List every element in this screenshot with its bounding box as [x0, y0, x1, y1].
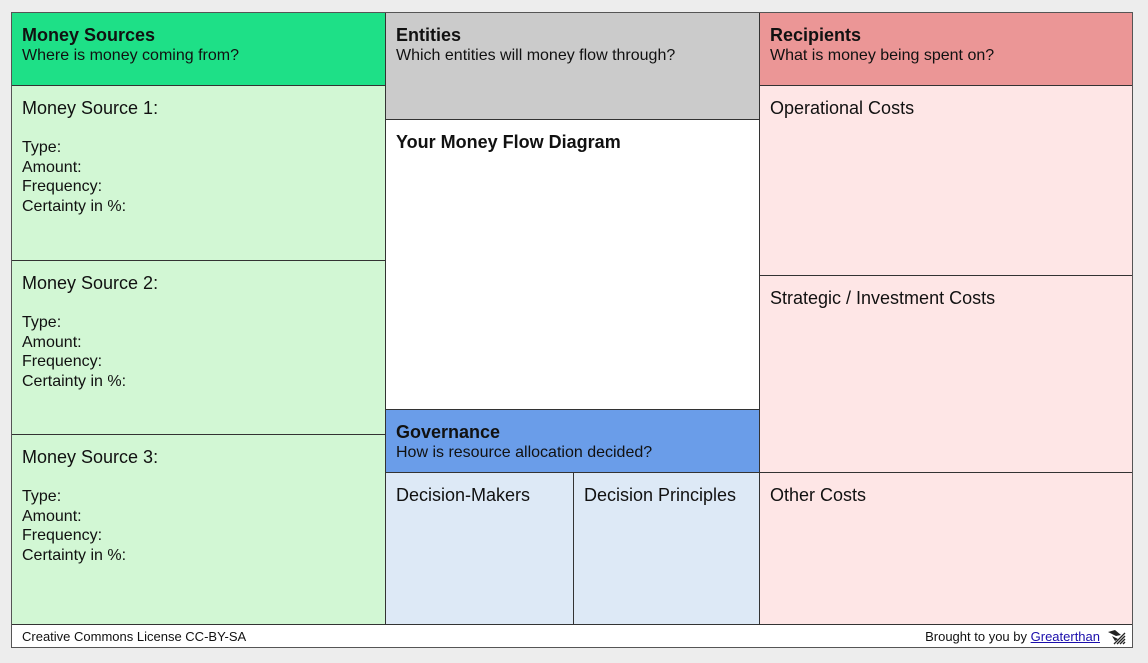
recipients-subtitle: What is money being spent on?	[770, 47, 995, 64]
diagram-title: Your Money Flow Diagram	[396, 132, 621, 152]
certainty-field-label: Certainty in %:	[22, 373, 127, 391]
money-source-title: Money Source 2:	[22, 273, 159, 293]
type-field-label: Type:	[22, 139, 62, 156]
money-source-2-section[interactable]: Money Source 2: Type: Amount: Frequency:…	[12, 261, 386, 435]
strategic-investment-costs-title: Strategic / Investment Costs	[770, 288, 996, 308]
amount-field-label: Amount:	[22, 158, 82, 176]
certainty-field-label: Certainty in %:	[22, 198, 127, 216]
footer: Creative Commons License CC-BY-SA Brough…	[12, 625, 1132, 647]
recipients-header: Recipients What is money being spent on?	[760, 13, 1132, 86]
type-field-label: Type:	[22, 488, 62, 505]
amount-field-label: Amount:	[22, 333, 82, 351]
type-field-label: Type:	[22, 314, 62, 331]
credit-text: Brought to you by Greaterthan	[925, 626, 1100, 648]
governance-header: Governance How is resource allocation de…	[386, 410, 760, 473]
money-source-1-section[interactable]: Money Source 1: Type: Amount: Frequency:…	[12, 86, 386, 261]
money-source-title: Money Source 3:	[22, 447, 159, 467]
frequency-field-label: Frequency:	[22, 527, 103, 545]
entities-header[interactable]: Entities Which entities will money flow …	[386, 13, 760, 120]
decision-principles-section[interactable]: Decision Principles	[574, 473, 760, 625]
greaterthan-logo-icon	[1108, 630, 1126, 645]
money-source-3-section[interactable]: Money Source 3: Type: Amount: Frequency:…	[12, 435, 386, 625]
greaterthan-link[interactable]: Greaterthan	[1030, 629, 1100, 644]
other-costs-title: Other Costs	[770, 485, 867, 505]
strategic-investment-costs-section[interactable]: Strategic / Investment Costs	[760, 276, 1132, 473]
frequency-field-label: Frequency:	[22, 178, 103, 196]
entities-title: Entities	[396, 25, 462, 45]
recipients-title: Recipients	[770, 25, 862, 45]
decision-makers-section[interactable]: Decision-Makers	[386, 473, 574, 625]
decision-principles-title: Decision Principles	[584, 485, 737, 505]
money-source-title: Money Source 1:	[22, 98, 159, 118]
governance-title: Governance	[396, 422, 501, 442]
license-text: Creative Commons License CC-BY-SA	[22, 629, 247, 644]
operational-costs-title: Operational Costs	[770, 98, 915, 118]
amount-field-label: Amount:	[22, 507, 82, 525]
money-sources-subtitle: Where is money coming from?	[22, 47, 239, 64]
money-flow-diagram-area[interactable]: Your Money Flow Diagram	[386, 120, 760, 410]
credit-prefix: Brought to you by	[925, 629, 1027, 644]
money-sources-header: Money Sources Where is money coming from…	[12, 13, 386, 86]
money-flow-canvas: Money Sources Where is money coming from…	[11, 12, 1133, 648]
other-costs-section[interactable]: Other Costs	[760, 473, 1132, 625]
operational-costs-section[interactable]: Operational Costs	[760, 86, 1132, 276]
decision-makers-title: Decision-Makers	[396, 485, 531, 505]
frequency-field-label: Frequency:	[22, 353, 103, 371]
certainty-field-label: Certainty in %:	[22, 547, 127, 565]
governance-subtitle: How is resource allocation decided?	[396, 444, 653, 461]
money-sources-title: Money Sources	[22, 25, 156, 45]
entities-subtitle: Which entities will money flow through?	[396, 47, 676, 64]
